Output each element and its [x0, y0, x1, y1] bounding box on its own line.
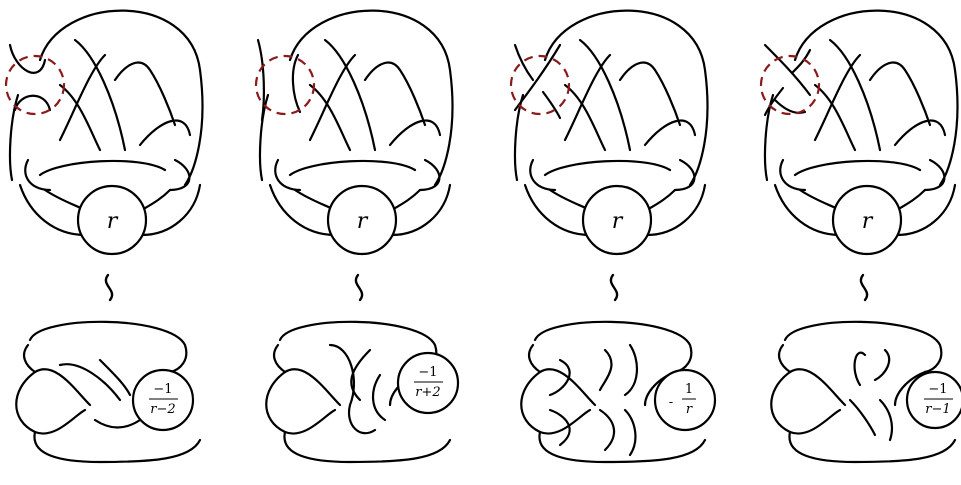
- marked-crossing-circle: [6, 56, 64, 114]
- equivalence-symbol: [861, 275, 867, 300]
- marked-crossing-circle: [761, 56, 819, 114]
- tangle-disk: [133, 370, 193, 430]
- disk-label: r: [612, 209, 624, 234]
- fraction-denominator: r−2: [150, 402, 175, 417]
- tangle-disk: [655, 370, 715, 430]
- fraction-numerator: −1: [153, 382, 172, 397]
- fraction-denominator: r: [686, 402, 693, 417]
- fraction-numerator: −1: [928, 382, 947, 397]
- equivalence-symbol: [106, 275, 112, 300]
- fraction-denominator: r+2: [415, 385, 440, 400]
- fraction-numerator: 1: [685, 382, 693, 397]
- knot-panel-2: r −1 r+2: [256, 11, 458, 462]
- disk-label: r: [357, 209, 369, 234]
- disk-label: r: [107, 209, 119, 234]
- knot-panel-1: r −1 r−2: [6, 11, 202, 462]
- fraction-numerator: −1: [418, 365, 437, 380]
- tangle-disk: [907, 372, 961, 428]
- fraction-denominator: r−1: [925, 402, 950, 417]
- fraction-prefix: -: [669, 395, 673, 410]
- disk-label: r: [862, 209, 874, 234]
- equivalence-symbol: [611, 275, 617, 300]
- knot-panel-4: r −1 r−1: [761, 11, 961, 462]
- equivalence-symbol: [356, 275, 362, 300]
- knot-panel-3: r - 1 r: [511, 11, 715, 462]
- marked-crossing-circle: [511, 56, 569, 114]
- tangle-disk: [398, 353, 458, 413]
